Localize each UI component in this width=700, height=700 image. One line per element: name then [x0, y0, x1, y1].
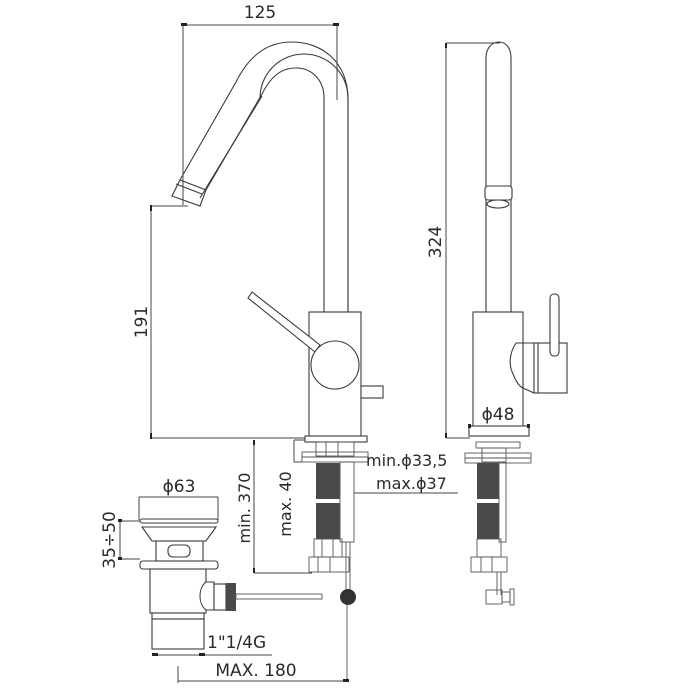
side-fixing-assembly: [464, 441, 532, 606]
front-view: 125 191 min. 370 max. 40: [132, 3, 458, 680]
dim-label-max-180: MAX. 180: [215, 661, 296, 681]
dim-spout-reach: 125: [181, 3, 339, 205]
dim-overall-height: 324: [426, 42, 500, 439]
dim-waste-height: 35÷50: [100, 511, 140, 569]
rod-clamp: [485, 589, 503, 605]
dim-label-48: ϕ48: [482, 405, 515, 425]
hose-knurl-lower: [316, 503, 340, 539]
dim-waste-diameter: ϕ63: [138, 477, 219, 520]
dim-rod-length: MAX. 180: [177, 661, 349, 683]
side-lever: [549, 293, 560, 357]
dim-label-125: 125: [244, 3, 276, 23]
fixing-assembly: [301, 441, 369, 680]
popup-knob: [360, 385, 384, 399]
dim-label-min-33-5: min.ϕ33,5: [366, 451, 447, 470]
side-view: 324 ϕ48: [426, 41, 568, 606]
rod-clamp-icon: [340, 589, 356, 605]
pop-up-waste: ϕ63 35÷50 1"1/4G MAX. 180: [100, 477, 349, 683]
hose-knurl-upper: [316, 463, 340, 499]
dim-label-191: 191: [132, 306, 152, 338]
dim-label-thread: 1"1/4G: [207, 633, 266, 653]
spout: [171, 41, 349, 312]
dim-hose-length: min. 370: [235, 440, 312, 574]
dim-label-max-40: max. 40: [276, 471, 295, 536]
waste-knurl: [226, 583, 236, 611]
dim-label-min-370: min. 370: [235, 473, 254, 544]
dim-label-max-37: max.ϕ37: [376, 474, 447, 493]
dim-label-35-50: 35÷50: [100, 511, 120, 569]
dim-label-63: ϕ63: [163, 477, 196, 497]
dim-deck-thickness: max. 40: [276, 439, 305, 537]
dim-waste-thread: 1"1/4G: [152, 633, 272, 656]
base-plate: [304, 435, 368, 443]
dim-label-324: 324: [426, 226, 446, 258]
dim-hole-diameter: min.ϕ33,5 max.ϕ37: [354, 451, 458, 494]
handle-lever: [247, 291, 360, 390]
dim-outlet-height: 191: [132, 205, 305, 439]
aerator: [484, 185, 513, 201]
